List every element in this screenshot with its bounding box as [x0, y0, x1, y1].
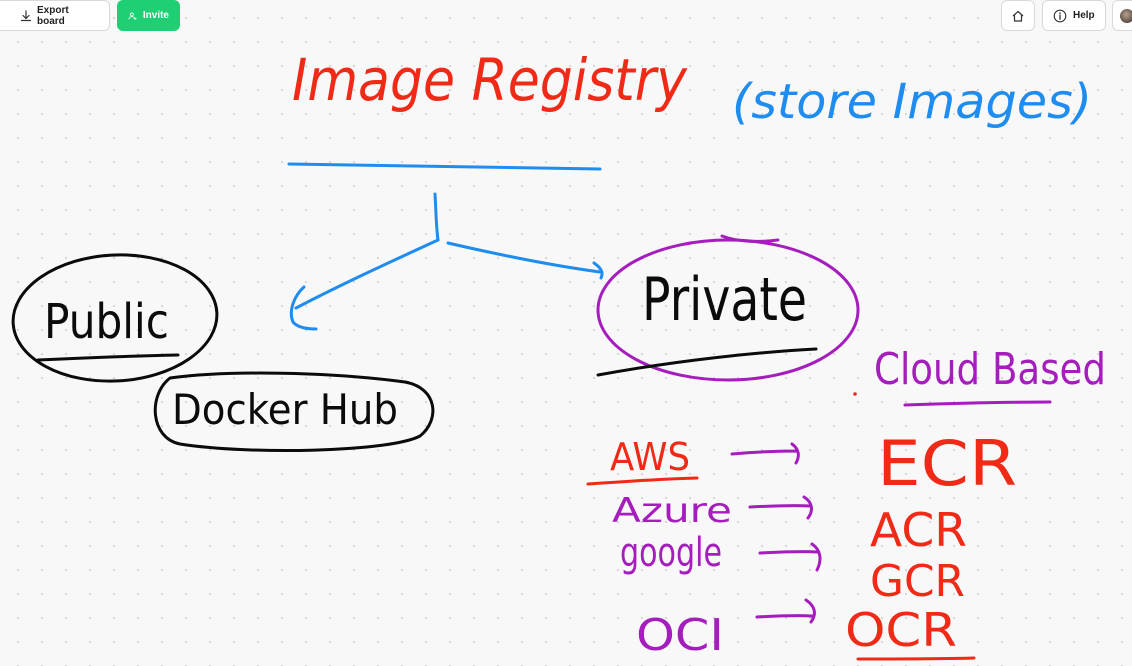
cloud-based-underline [903, 400, 1052, 407]
arrow-aws-ecr [730, 442, 800, 465]
info-icon [1053, 9, 1067, 22]
registry-ecr: ECR [877, 427, 1017, 500]
private-underline [596, 347, 818, 377]
docker-hub-shape [153, 371, 435, 453]
arrow-google-gcr [758, 542, 822, 572]
registry-ocr-underline [856, 656, 976, 661]
private-ellipse [596, 238, 860, 382]
private-ellipse-tail [720, 234, 780, 243]
export-board-label: Export board [37, 4, 69, 27]
arrow-to-public [289, 238, 440, 331]
provider-oci: OCI [636, 610, 724, 661]
registry-acr: ACR [870, 503, 967, 557]
provider-aws: AWS [610, 435, 690, 479]
public-underline [36, 353, 180, 362]
help-button[interactable]: Help [1042, 0, 1106, 31]
stray-dot [853, 392, 857, 396]
registry-ocr: OCR [845, 603, 957, 657]
subtitle-text: (store Images) [732, 74, 1092, 130]
invite-label: Invite [142, 10, 169, 21]
arrow-to-private [446, 241, 604, 280]
public-label: Public [44, 294, 169, 350]
title-underline [287, 162, 602, 171]
tree-stem [433, 192, 440, 242]
cloud-based-label: Cloud Based [874, 344, 1106, 395]
invite-button[interactable]: Invite [117, 0, 180, 31]
registry-gcr: GCR [870, 556, 965, 607]
help-label: Help [1073, 10, 1095, 21]
avatar-image [1120, 8, 1132, 23]
public-ellipse [11, 253, 219, 383]
add-user-icon [128, 11, 137, 20]
docker-hub-label: Docker Hub [172, 385, 398, 434]
home-icon [1012, 10, 1024, 22]
arrow-oci-ocr [755, 598, 816, 624]
export-board-button[interactable]: Export board [0, 0, 110, 31]
download-icon [20, 10, 32, 22]
user-avatar[interactable] [1112, 0, 1132, 31]
home-button[interactable] [1001, 0, 1035, 31]
provider-azure: Azure [612, 491, 732, 531]
provider-aws-underline [586, 476, 699, 486]
private-label: Private [642, 265, 807, 335]
provider-google: google [620, 530, 722, 576]
title-text: Image Registry [292, 46, 688, 114]
arrow-azure-acr [748, 495, 813, 520]
top-toolbar: Export board Invite Help [0, 0, 1132, 32]
